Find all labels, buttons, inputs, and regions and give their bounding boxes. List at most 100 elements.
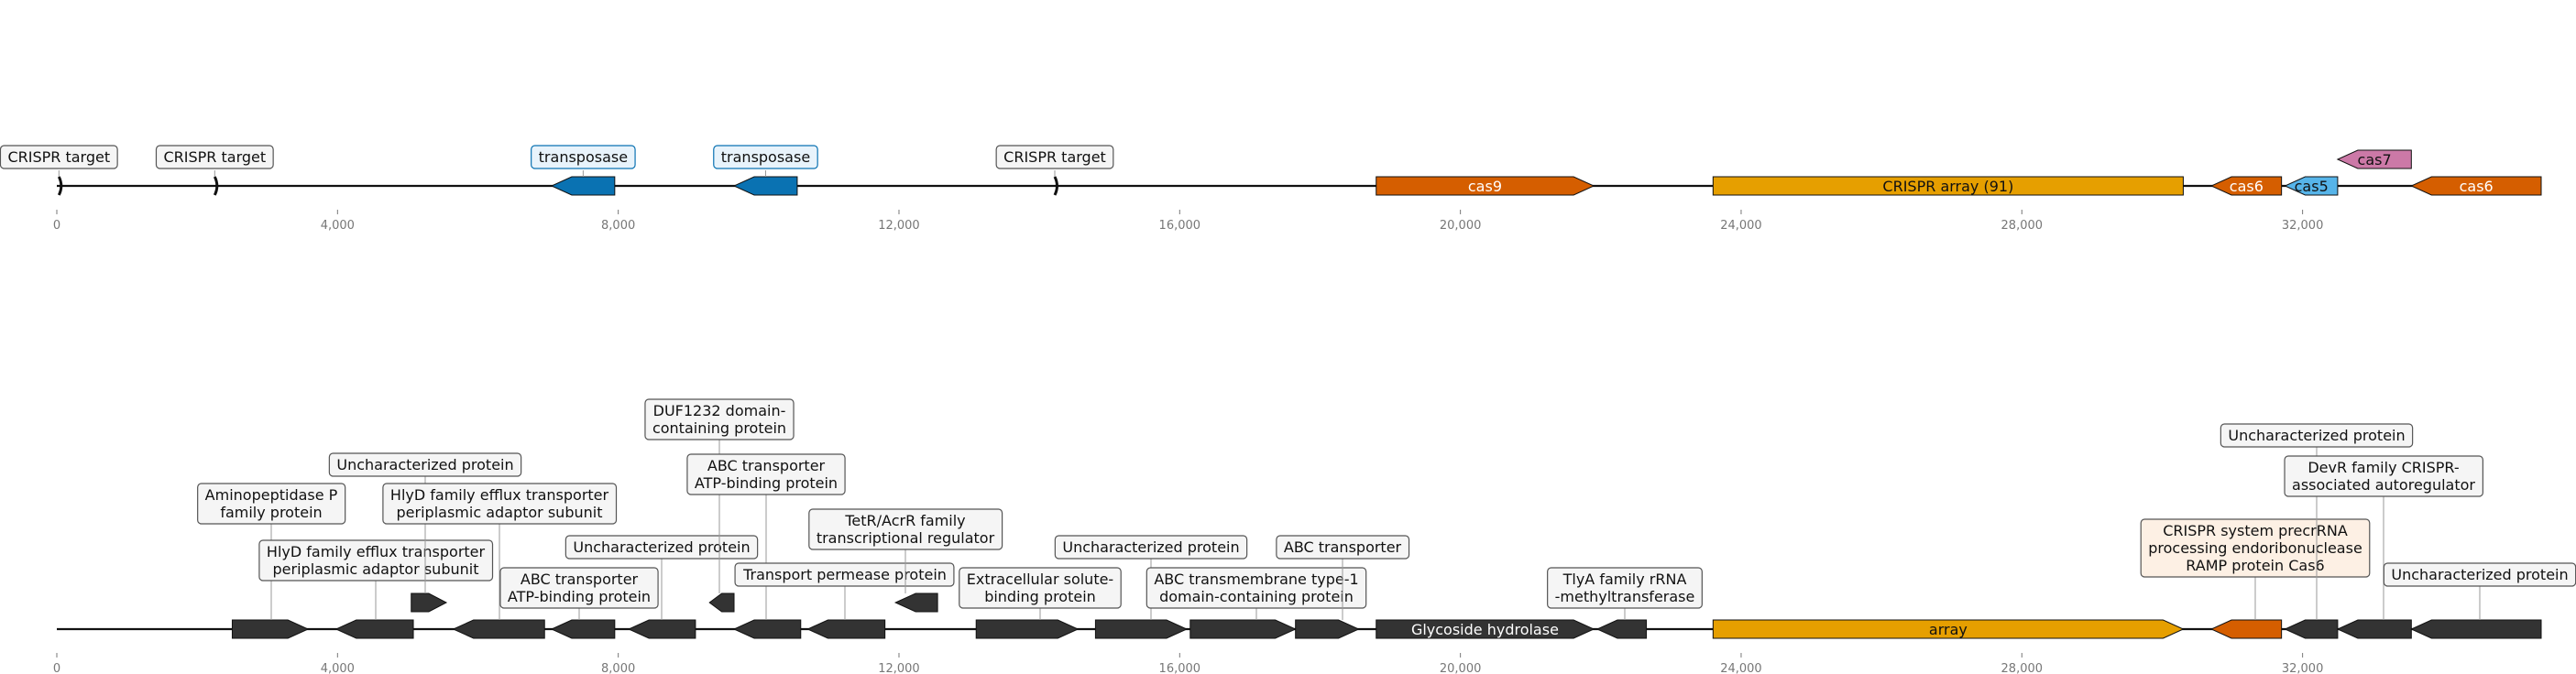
gene-arrow [231,619,310,639]
gene-arrow [732,619,802,639]
feature-label-box: Transport permease protein [734,562,955,587]
crispr-target-marker [1053,176,1058,196]
gene-inline-label: cas6 [2460,178,2494,195]
gene-arrow-cas9 [1376,176,1595,196]
axis-tick-label: 20,000 [1440,219,1482,233]
label-box-frame [258,539,494,582]
feature-label: transposase [721,148,810,166]
label-box-frame [1145,567,1367,609]
axis-tick-label: 12,000 [878,219,920,233]
label-box-frame [686,453,846,495]
gene-arrow [1595,619,1648,639]
label-box-frame [2220,423,2414,448]
label-box-frame [499,567,659,609]
gene-arrow-cas5 [2284,176,2339,196]
gene-arrow [975,619,1080,639]
gene-arrow [627,619,696,639]
feature-label: transposase [539,148,628,166]
gene-arrow [550,619,616,639]
gene-arrow-cas6 [2209,176,2283,196]
gene-arrow [1189,619,1297,639]
gene-inline-label: Glycoside hydrolase [1411,621,1559,638]
axis-tick-label: 24,000 [1720,219,1762,233]
feature-label: Uncharacterized protein [2228,427,2405,444]
feature-label-box: Uncharacterized protein [565,535,759,560]
gene-arrow [806,619,886,639]
feature-label: Transport permease protein [742,566,947,583]
feature-label: DevR family CRISPR-associated autoregula… [2292,459,2475,494]
feature-label-box: Extracellular solute-binding protein [959,567,1122,609]
feature-label: Uncharacterized protein [2391,566,2568,583]
gene-arrow [893,592,938,613]
gene-arrow [452,619,545,639]
gene-arrow [1295,619,1360,639]
label-box-frame [959,567,1122,609]
feature-label: CRISPR target [7,148,110,166]
gene-arrow [2209,619,2283,639]
label-box-frame [197,483,346,525]
gene-inline-label: CRISPR array (91) [1882,178,2013,195]
feature-label: Uncharacterized protein [1062,538,1239,556]
label-box-frame [382,483,618,525]
crispr-target-marker [213,176,219,196]
axis-tick-label: 4,000 [321,219,355,233]
label-box-frame [328,452,522,477]
feature-label-box: Uncharacterized protein [2220,423,2414,448]
label-box-frame [713,145,818,169]
label-box-frame [995,145,1114,169]
feature-label-box: transposase [713,145,818,169]
gene-inline-label: cas5 [2295,178,2329,195]
axis-tick-label: 16,000 [1159,219,1201,233]
axis-tick-label: 28,000 [2001,662,2044,674]
feature-label-box: CRISPR target [0,145,118,169]
feature-label: DUF1232 domain-containing protein [652,402,786,437]
axis-tick-label: 8,000 [601,219,635,233]
axis-tick-label: 12,000 [878,662,920,674]
gene-inline-label: cas9 [1468,178,1502,195]
gene-arrow-transposase [550,176,616,196]
gene-inline-label: array [1929,621,1968,638]
axis-tick-label: 32,000 [2282,219,2324,233]
feature-label: ABC transporter [1284,538,1402,556]
gene-arrow [2336,619,2412,639]
feature-label: CRISPR target [1003,148,1106,166]
label-box-frame [155,145,274,169]
feature-label-box: CRISPR target [995,145,1114,169]
gene-arrow [2284,619,2339,639]
feature-label-box: CRISPR target [155,145,274,169]
label-box-frame [1276,535,1410,560]
label-box-frame [2284,455,2483,497]
gene-arrow-cas6 [2410,176,2542,196]
axis-tick-label: 20,000 [1440,662,1482,674]
gene-arrow-cas7 [2336,149,2412,169]
gene-arrow-transposase [732,176,798,196]
gene-arrow [1094,619,1189,639]
feature-label-box: ABC transporter [1276,535,1410,560]
axis-tick-label: 8,000 [601,662,635,674]
gene-arrow [334,619,414,639]
feature-label: TlyA family rRNA-methyltransferase [1555,571,1695,605]
axis-tick-label: 28,000 [2001,219,2044,233]
label-box-frame [0,145,118,169]
gene-arrow [411,592,448,613]
label-box-frame [808,508,1003,550]
label-box-frame [734,562,955,587]
axis-tick-label: 0 [53,662,60,674]
